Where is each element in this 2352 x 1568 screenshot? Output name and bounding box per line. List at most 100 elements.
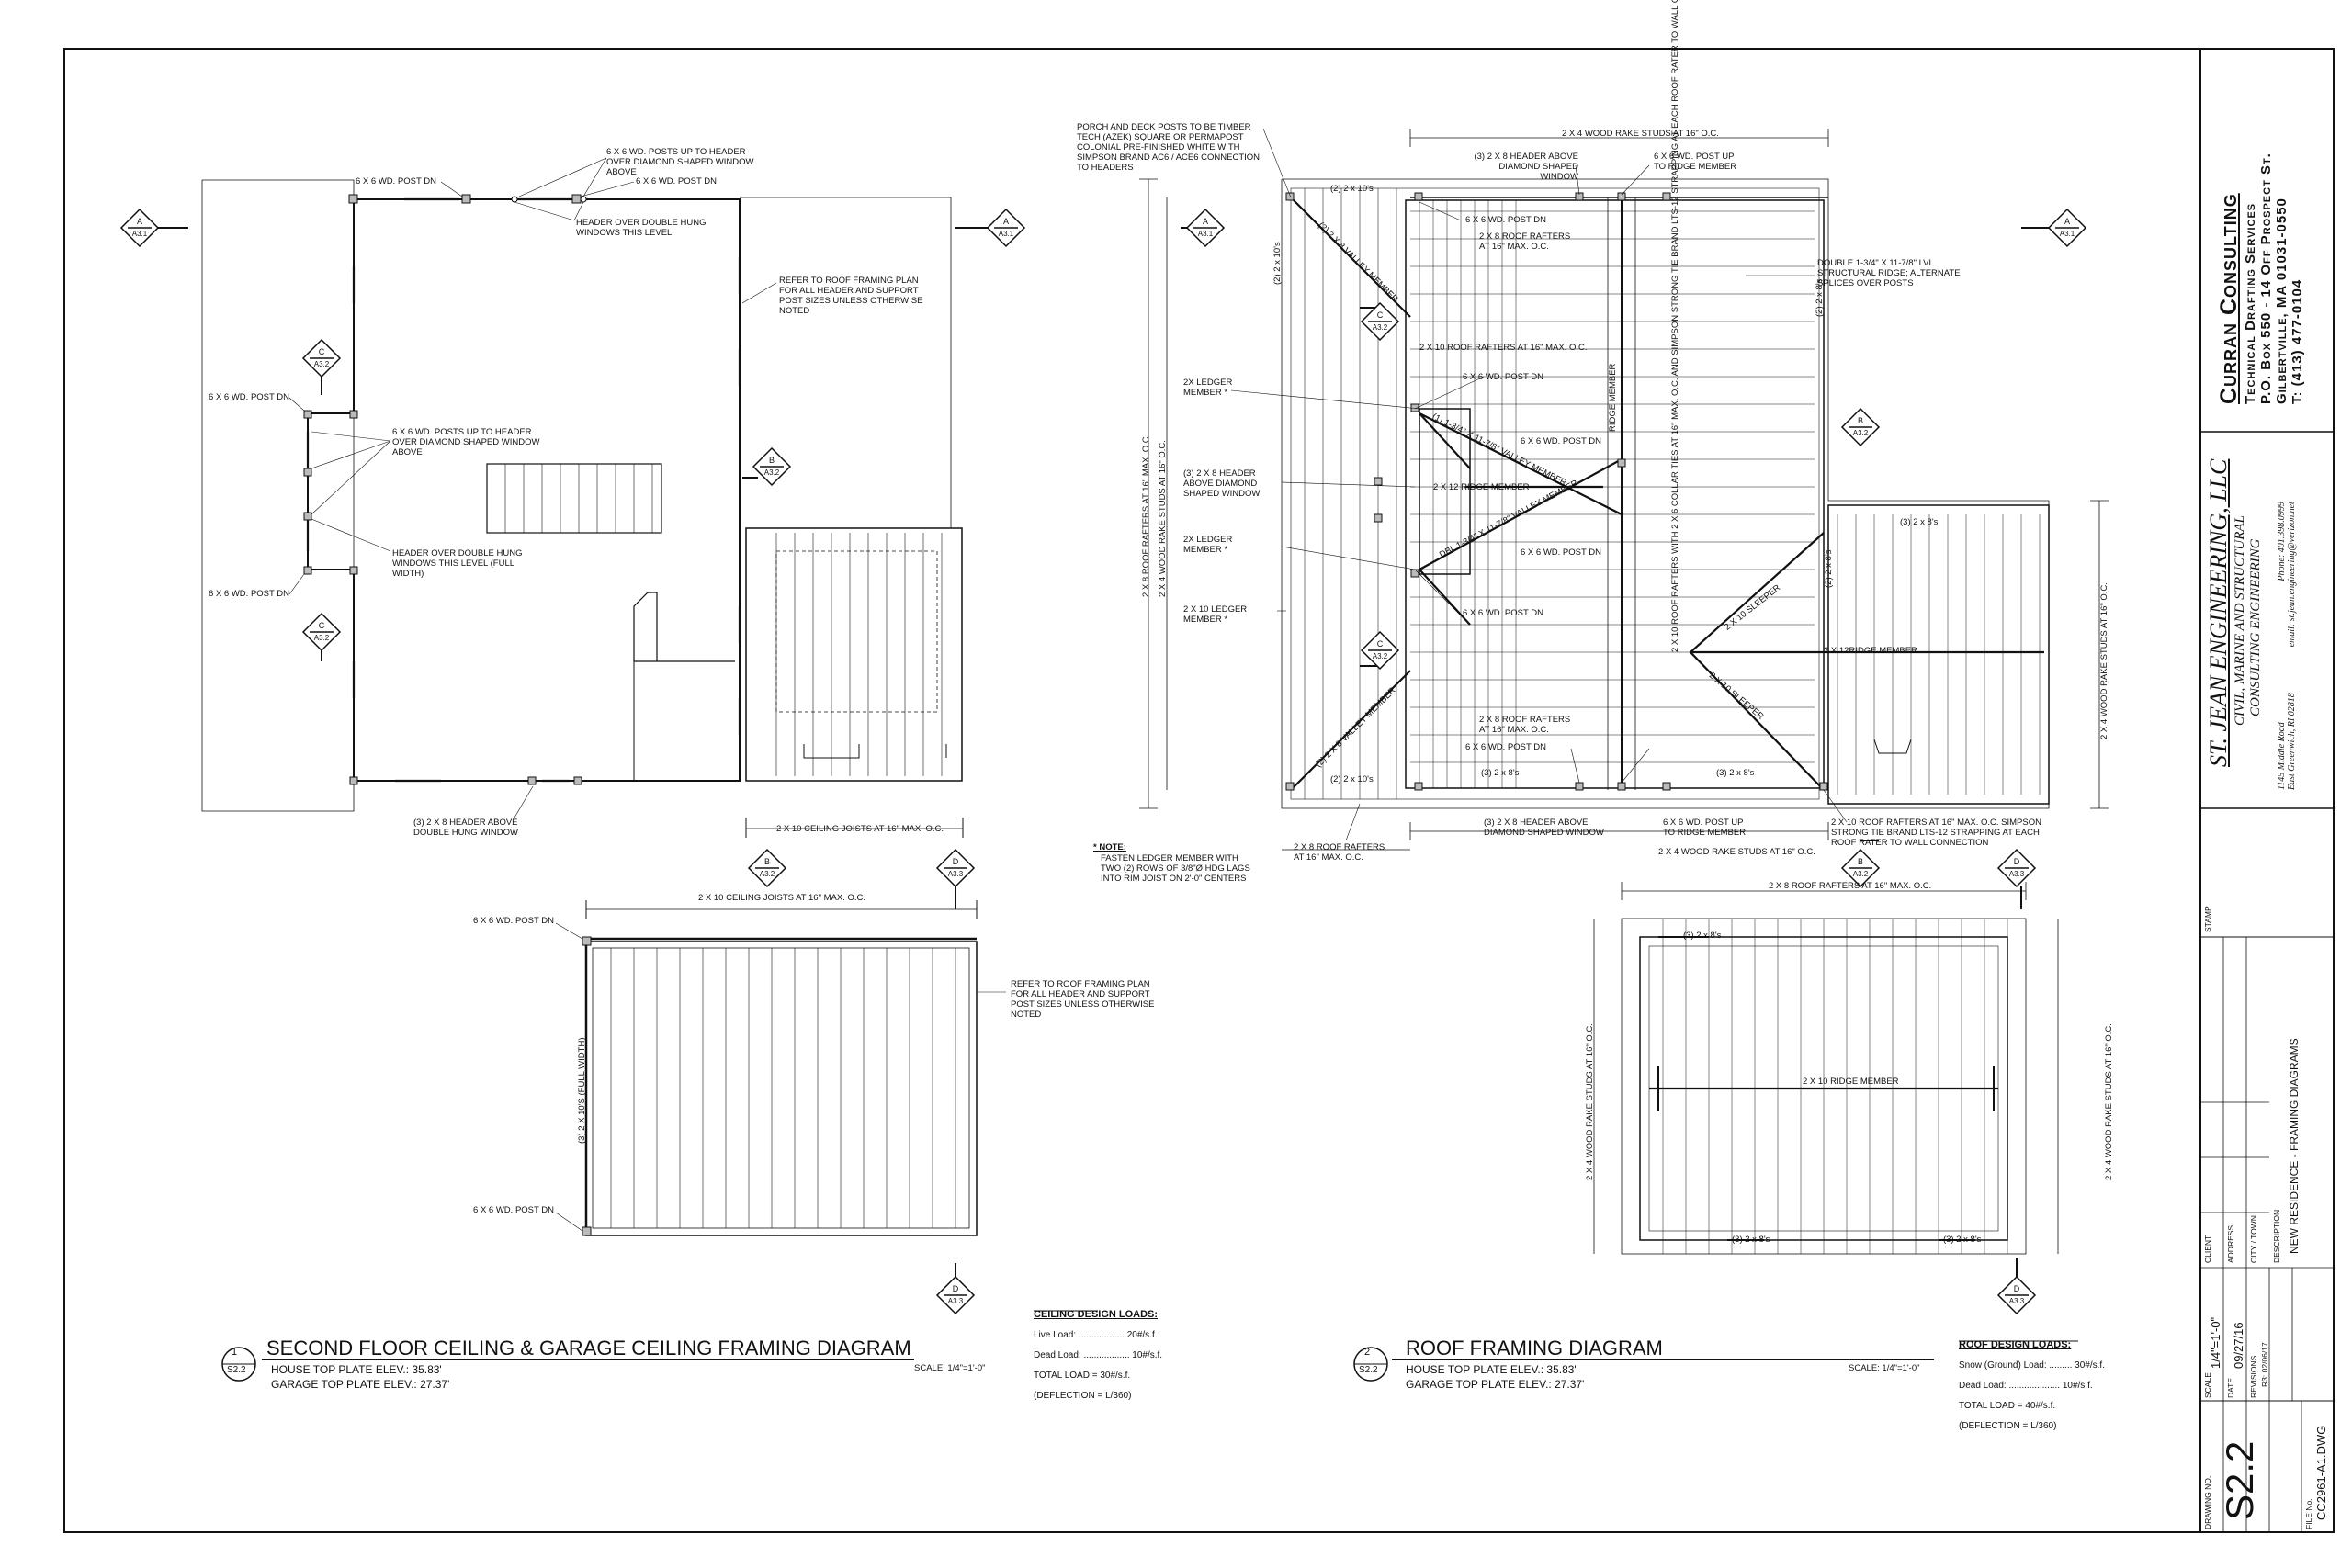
roof-total-load: TOTAL LOAD = 40#/s.f. <box>1959 1401 2056 1411</box>
note-roof-rafters-10: 2 x 10 ROOF RAFTERS AT 16" MAX. O.C. <box>1419 343 1588 353</box>
roof-loads-table: ROOF DESIGN LOADS: Snow (Ground) Load: .… <box>1959 1330 2105 1441</box>
note-post-dn: 6 x 6 WD. POST DN <box>209 392 289 402</box>
note-ledger: 2x LEDGER MEMBER * <box>1183 535 1233 555</box>
diagram1-number: 1 <box>232 1347 238 1358</box>
note-ceiling-joists: 2 x 10 CEILING JOISTS AT 16" MAX. O.C. <box>776 824 944 834</box>
note-roof-rafters: 2 x 8 ROOF RAFTERS AT 16" MAX. O.C. <box>1479 231 1571 252</box>
note-rafters-garage: 2 x 8 ROOF RAFTERS AT 16" MAX. O.C. <box>1769 881 1932 891</box>
drawing-number: S2.2 <box>2218 1440 2261 1520</box>
note-collar-ties: 2 x 10 ROOF RAFTERS WITH 2 x 6 COLLAR TI… <box>1670 0 1680 652</box>
engineer-sub1: CIVIL, MARINE AND STRUCTURAL <box>2233 515 2247 726</box>
diagram2-plan <box>1139 128 2109 1382</box>
diagram1-garage-plate: GARAGE TOP PLATE ELEV.: 27.37' <box>271 1378 450 1391</box>
note-ridge-12-right: 2 x 12RIDGE MEMBER <box>1824 646 1917 656</box>
section-marker-letter: D <box>952 857 959 866</box>
section-marker-ref: A3.3 <box>947 870 964 878</box>
note-rake-studs: 2 x 4 WOOD RAKE STUDS AT 16" O.C. <box>1658 847 1815 857</box>
description-value: NEW RESIDENCE - FRAMING DIAGRAMS <box>2288 1038 2301 1254</box>
note-post-dn: 6 x 6 WD. POST DN <box>1465 742 1546 752</box>
revision-value: R3: 02/06/17 <box>2260 1342 2269 1387</box>
section-marker-ref: A3.2 <box>1852 429 1869 437</box>
note-3-2x8: (3) 2 x 8's <box>1943 1235 1982 1245</box>
section-marker-ref: A3.2 <box>313 634 330 642</box>
sheet-border <box>63 48 2335 1533</box>
section-marker-letter: D <box>952 1284 959 1293</box>
note-ledger: 2x LEDGER MEMBER * <box>1183 378 1233 398</box>
note-header-bottom: (3) 2 x 8 HEADER ABOVE DOUBLE HUNG WINDO… <box>413 818 518 838</box>
section-marker-ref: A3.2 <box>759 870 775 878</box>
address-label: ADDRESS <box>2226 1224 2235 1263</box>
scale-label: SCALE <box>2203 1372 2212 1398</box>
note-ridge-12: 2 x 12 RIDGE MEMBER <box>1433 482 1530 492</box>
note-ceiling-joists: 2 x 10 CEILING JOISTS AT 16" MAX. O.C. <box>698 893 865 903</box>
ceiling-deflection: (DEFLECTION = L/360) <box>1034 1391 1132 1401</box>
note-header-full-width: HEADER OVER DOUBLE HUNG WINDOWS THIS LEV… <box>392 548 523 579</box>
diagram2-garage-plate: GARAGE TOP PLATE ELEV.: 27.37' <box>1406 1378 1585 1391</box>
diagram1-scale: SCALE: 1/4"=1'-0" <box>914 1363 986 1373</box>
note-rafters-bottom-left: 2 x 8 ROOF RAFTERS AT 16" MAX. O.C. <box>1294 842 1385 863</box>
roof-deflection: (DEFLECTION = L/360) <box>1959 1421 2057 1431</box>
note-2-2x10: (2) 2 x 10's <box>1330 184 1374 194</box>
section-marker-letter: D <box>2013 1284 2020 1293</box>
file-number: CC2961-A1.DWG <box>2314 1425 2328 1520</box>
ceiling-live-load: Live Load: .................. 20#/s.f. <box>1034 1330 1158 1340</box>
diagram2-house-plate: HOUSE TOP PLATE ELEV.: 35.83' <box>1406 1363 1577 1376</box>
section-marker-letter: B <box>763 857 770 866</box>
note-rake-studs: 2 x 4 WOOD RAKE STUDS AT 16" O.C. <box>1562 129 1719 139</box>
section-marker-ref: A3.1 <box>131 230 148 238</box>
section-marker-letter: C <box>1376 639 1384 649</box>
note-header-diamond: (3) 2 x 8 HEADER ABOVE DIAMOND SHAPED WI… <box>1474 152 1578 182</box>
firm-sub: Technical Drafting Services <box>2243 202 2258 404</box>
roof-snow-load: Snow (Ground) Load: ......... 30#/s.f. <box>1959 1360 2105 1371</box>
date-value: 09/27/16 <box>2232 1322 2245 1369</box>
section-marker-ref: A3.2 <box>763 468 780 477</box>
note-post-dn: 6 x 6 WD. POST DN <box>1521 547 1601 558</box>
revisions-label: REVISIONS <box>2249 1355 2258 1398</box>
drawing-label: DRAWING NO. <box>2203 1475 2212 1529</box>
note-porch-posts: PORCH AND DECK POSTS TO BE TIMBER TECH (… <box>1077 122 1261 173</box>
section-marker-ref: A3.1 <box>998 230 1014 238</box>
note-garage-post: 6 x 6 WD. POST DN <box>473 916 554 926</box>
dim-right-rake-studs: 2 x 4 WOOD RAKE STUDS AT 16" O.C. <box>2099 582 2109 739</box>
engineer-phone: Phone: 401.398.0999 <box>2277 502 2287 581</box>
section-marker-letter: C <box>1376 310 1384 320</box>
section-marker-letter: B <box>768 456 775 465</box>
section-marker-letter: C <box>318 347 325 356</box>
note-post-dn: 6 x 6 WD. POST DN <box>356 176 436 186</box>
section-marker-ref: A3.2 <box>1852 870 1869 878</box>
note-post-up-ridge: 6 x 6 WD. POST UP TO RIDGE MEMBER <box>1654 152 1737 172</box>
note-post-up-ridge: 6 x 6 WD. POST UP TO RIDGE MEMBER <box>1663 818 1747 838</box>
note-3-2x8: (3) 2 x 8's <box>1900 517 1939 527</box>
ceiling-loads-heading: CEILING DESIGN LOADS: <box>1034 1309 1159 1320</box>
section-marker-letter: A <box>1202 217 1208 226</box>
firm-address2: Gilbertville, MA 01031-0550 <box>2274 197 2290 404</box>
section-marker-ref: A3.3 <box>2008 870 2025 878</box>
note-refer-plan-2: REFER TO ROOF FRAMING PLAN FOR ALL HEADE… <box>1011 979 1155 1020</box>
engineer-sub2: CONSULTING ENGINEERING <box>2248 538 2263 716</box>
dim-garage-right: 2 x 4 WOOD RAKE STUDS AT 16" O.C. <box>2104 1023 2114 1180</box>
ceiling-total-load: TOTAL LOAD = 30#/s.f. <box>1034 1371 1131 1381</box>
note-post-dn: 6 x 6 WD. POST DN <box>1463 372 1544 382</box>
section-marker-ref: A3.2 <box>1372 652 1388 660</box>
firm-address1: P.O. Box 550 - 14 Off Prospect St. <box>2258 152 2274 404</box>
section-marker-ref: A3.2 <box>1372 323 1388 332</box>
firm-block: Curran Consulting Technical Drafting Ser… <box>2216 152 2305 404</box>
diagram2-title: ROOF FRAMING DIAGRAM <box>1406 1337 1663 1359</box>
description-label: DESCRIPTION <box>2272 1209 2281 1263</box>
note-refer-plan: REFER TO ROOF FRAMING PLAN FOR ALL HEADE… <box>779 276 923 316</box>
firm-name: Curran Consulting <box>2216 193 2242 404</box>
section-marker-letter: D <box>2013 857 2020 866</box>
note-garage-post: 6 x 6 WD. POST DN <box>473 1205 554 1215</box>
roof-dead-load: Dead Load: .................... 10#/s.f. <box>1959 1381 2093 1391</box>
scale-value: 1/4"=1'-0" <box>2209 1316 2222 1369</box>
section-marker-ref: A3.2 <box>313 360 330 368</box>
note-lvl-ridge: DOUBLE 1-3/4" x 11-7/8" LVL STRUCTURAL R… <box>1817 258 1961 288</box>
note-header-diamond-left: (3) 2 x 8 HEADER ABOVE DIAMOND SHAPED WI… <box>1183 468 1261 499</box>
note-2-2x8-vertical: (2) 2 x 8's <box>1815 278 1825 317</box>
note-body: FASTEN LEDGER MEMBER WITH TWO (2) ROWS O… <box>1101 853 1250 884</box>
note-post-dn: 6 x 6 WD. POST DN <box>209 589 289 599</box>
dim-left-rafters: 2 x 8 ROOF RAFTERS AT 16" MAX. O.C. <box>1141 434 1151 597</box>
diagram1-sheet-ref: S2.2 <box>227 1365 246 1375</box>
